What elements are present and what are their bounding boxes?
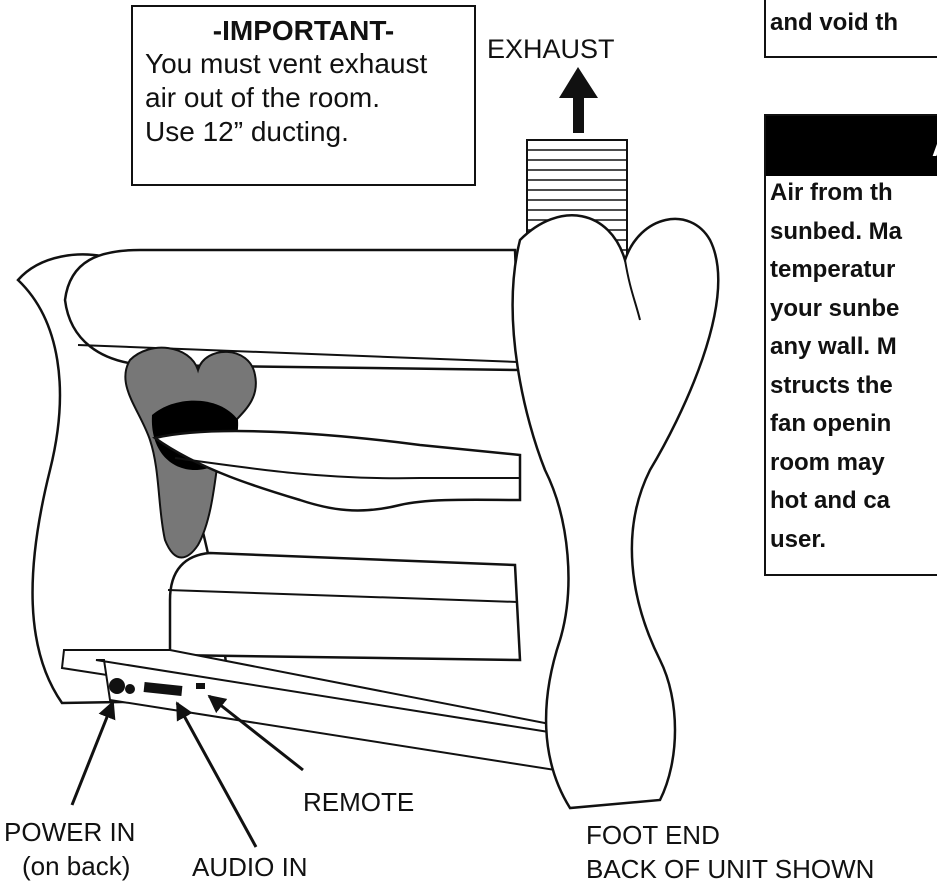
important-heading: -IMPORTANT- — [212, 15, 395, 46]
caution-line-6: structs the — [770, 371, 893, 399]
power-in-pointer — [70, 700, 116, 806]
audio-in-port — [143, 682, 183, 696]
caution-line-4: your sunbe — [770, 294, 900, 322]
top-warning-text: and void th — [770, 9, 898, 36]
caution-header: A — [766, 116, 937, 176]
caution-line-2: sunbed. Ma — [770, 217, 903, 245]
caution-box: A Air from th sunbed. Ma temperatur your… — [764, 114, 937, 576]
caution-line-7: fan openin — [770, 410, 892, 437]
middle-tray — [152, 429, 522, 512]
remote-pointer — [207, 694, 304, 772]
important-line-3: Use 12” ducting. — [145, 116, 349, 147]
foot-end-panel — [511, 214, 720, 810]
top-warning-box: and void th — [764, 0, 937, 58]
base-panel — [60, 649, 562, 772]
power-in-port — [109, 678, 135, 694]
caution-header-text: A — [932, 132, 937, 163]
canopy — [63, 248, 522, 372]
lower-bed — [168, 551, 522, 662]
important-line-2: air out of the room. — [145, 82, 381, 113]
caution-line-10: user. — [770, 525, 827, 553]
remote-port — [196, 683, 205, 689]
important-line-1: You must vent exhaust — [145, 48, 428, 79]
foot-end-label: FOOT END — [586, 820, 720, 850]
important-notice-box: -IMPORTANT- You must vent exhaust air ou… — [131, 5, 476, 186]
power-in-label: POWER IN — [4, 817, 136, 847]
caution-line-3: temperatur — [770, 256, 896, 283]
exhaust-label: EXHAUST — [487, 34, 615, 64]
remote-label: REMOTE — [303, 787, 415, 817]
power-in-note: (on back) — [22, 851, 131, 881]
back-of-unit-label: BACK OF UNIT SHOWN — [586, 854, 875, 884]
caution-line-9: hot and ca — [770, 487, 891, 514]
caution-line-5: any wall. M — [770, 333, 897, 360]
audio-in-label: AUDIO IN — [192, 852, 308, 882]
exhaust-arrow-icon — [559, 67, 598, 133]
caution-line-1: Air from th — [770, 179, 893, 206]
audio-in-pointer — [175, 701, 258, 848]
caution-body: Air from th sunbed. Ma temperatur your s… — [770, 174, 937, 559]
caution-line-8: room may — [770, 448, 885, 476]
